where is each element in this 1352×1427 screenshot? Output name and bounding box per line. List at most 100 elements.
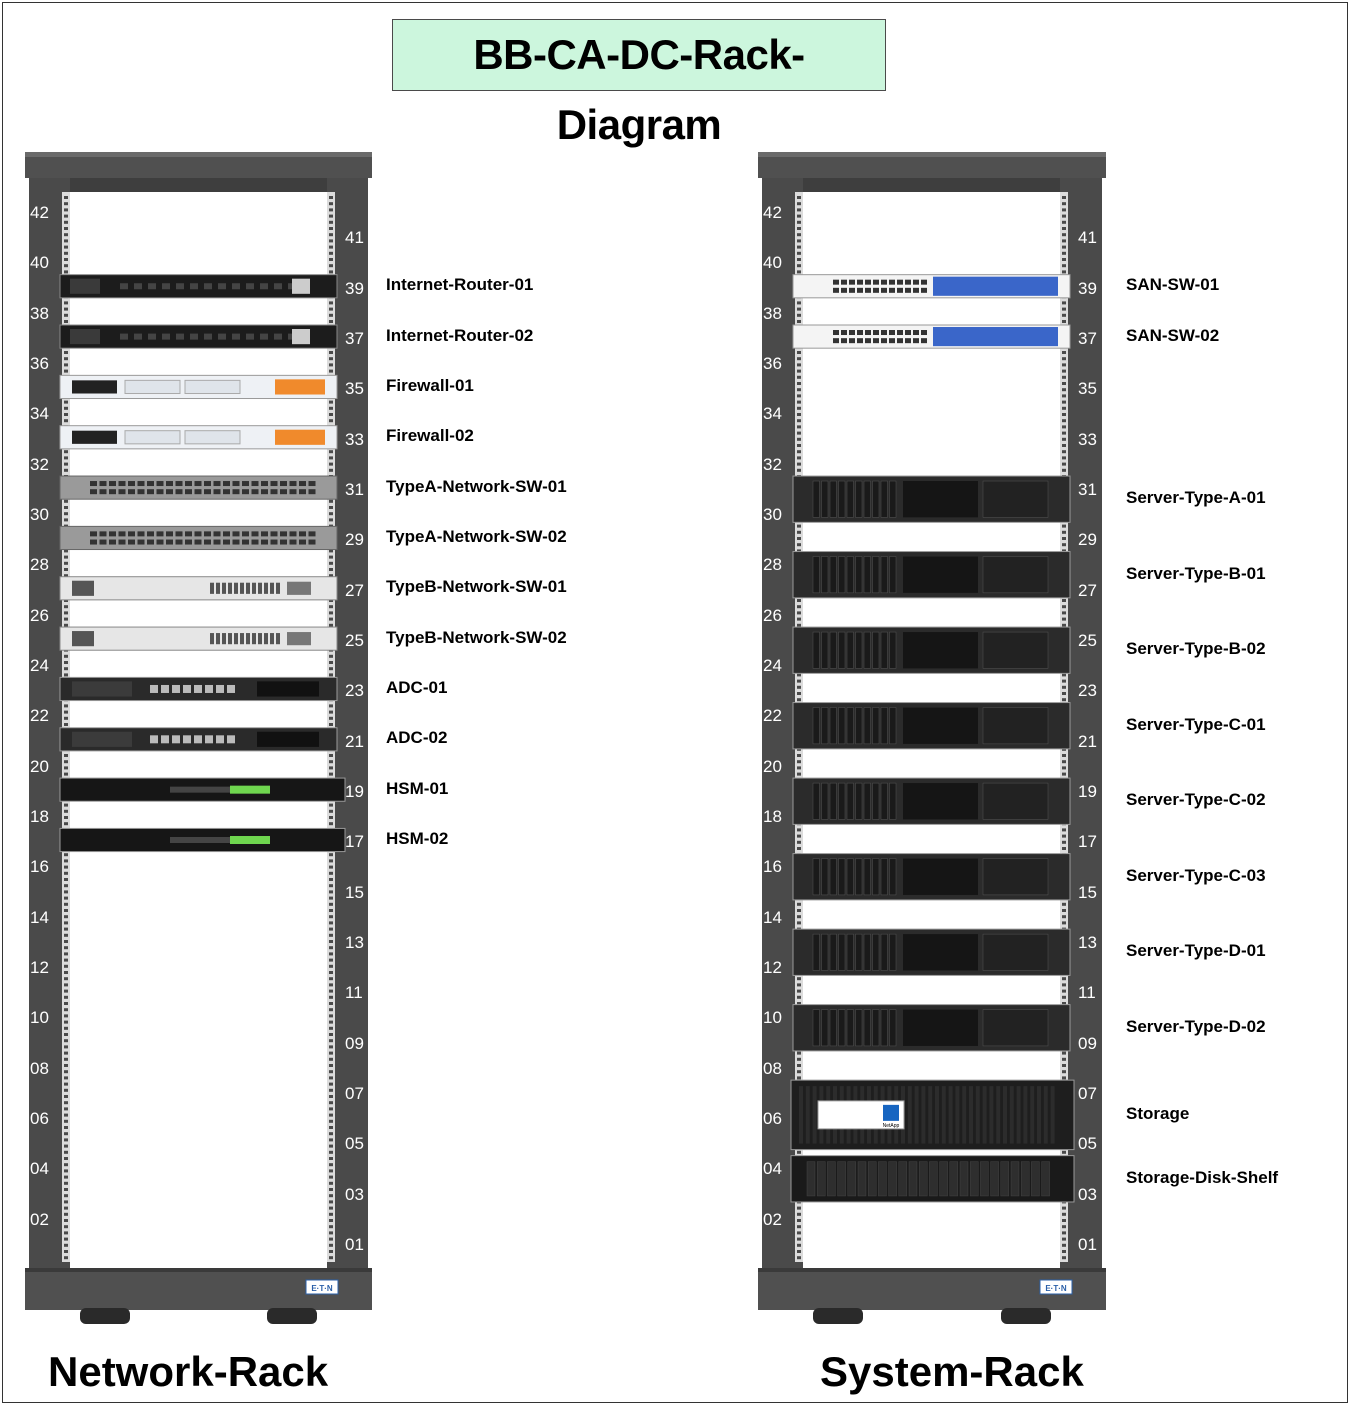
rail-hole	[64, 1138, 68, 1142]
rail-hole	[329, 307, 333, 311]
port	[252, 582, 256, 594]
rail-hole	[64, 1008, 68, 1012]
port	[841, 330, 847, 336]
port	[147, 489, 154, 495]
rail-hole	[797, 227, 801, 230]
rail-hole	[329, 946, 333, 950]
drive-bay	[846, 858, 854, 896]
port	[234, 582, 238, 594]
rail-hole	[64, 369, 68, 373]
mesh	[921, 1086, 926, 1144]
rail-hole	[64, 1107, 68, 1111]
rack-unit-number: 20	[763, 756, 782, 776]
port	[264, 582, 268, 594]
rail-hole	[797, 363, 801, 367]
port	[210, 633, 214, 645]
rail-hole	[64, 1051, 68, 1055]
rail-hole	[64, 220, 68, 224]
rail-hole	[64, 971, 68, 974]
rail-hole	[64, 1212, 68, 1216]
vent	[204, 333, 212, 340]
vent	[274, 283, 282, 290]
rail-hole	[329, 760, 333, 764]
rail-hole	[329, 258, 333, 261]
port	[242, 539, 249, 545]
rack-unit-number: 04	[763, 1159, 782, 1179]
rack-unit-number: 42	[763, 203, 782, 222]
rail-hole	[329, 1231, 333, 1235]
port-block	[70, 329, 100, 345]
rail-hole	[329, 369, 333, 373]
rail-hole	[64, 1113, 68, 1117]
rail-hole	[1062, 270, 1066, 274]
device-label: Server-Type-C-02	[1126, 790, 1266, 810]
rail-hole	[1062, 202, 1066, 206]
port	[280, 539, 287, 545]
rail-hole	[64, 871, 68, 875]
rack-unit-number: 38	[763, 303, 782, 323]
rail-hole	[797, 375, 801, 379]
rail-hole	[64, 859, 68, 863]
drive-bay	[872, 933, 880, 971]
port	[99, 531, 107, 537]
disk-drive	[908, 1161, 918, 1197]
port	[881, 330, 887, 336]
rail-hole	[64, 921, 68, 925]
rail-hole	[1062, 679, 1066, 683]
network-rack-title: Network-Rack	[48, 1348, 329, 1395]
drive-bay	[838, 556, 846, 594]
disk-drive	[878, 1161, 887, 1197]
rail-hole	[797, 673, 801, 677]
rail-hole	[797, 537, 801, 540]
rail-hole	[329, 202, 333, 206]
rail-hole	[797, 549, 801, 553]
rail-hole	[1062, 1051, 1066, 1055]
rail-hole	[64, 989, 68, 993]
rack-unit-number: 10	[763, 1008, 782, 1028]
port	[128, 531, 135, 537]
rail-hole	[64, 1119, 68, 1123]
rail-hole	[797, 1231, 801, 1235]
port	[213, 531, 221, 537]
rail-hole	[1062, 245, 1066, 249]
rail-hole	[64, 363, 68, 367]
port	[276, 633, 280, 645]
rail-hole	[64, 760, 68, 764]
rack-unit-number: 23	[1078, 681, 1097, 701]
drive-bay	[838, 631, 846, 669]
rail-hole	[329, 1194, 333, 1198]
rail-hole	[797, 1206, 801, 1210]
rack-unit-number: 06	[763, 1109, 782, 1129]
rail-hole	[797, 307, 801, 311]
module-slot	[184, 379, 241, 395]
disk-drive	[847, 1161, 857, 1197]
drive-bay	[863, 707, 871, 745]
device-server	[792, 702, 1071, 750]
rail-hole	[64, 1243, 68, 1247]
rail-hole	[329, 301, 333, 305]
rack-unit-number: 23	[345, 681, 364, 701]
rail-hole	[64, 1064, 68, 1067]
sophos-panel	[275, 379, 325, 395]
port	[109, 481, 116, 487]
rail-hole	[329, 506, 333, 509]
port	[183, 735, 191, 744]
netapp-label: NetApp	[883, 1123, 900, 1129]
rack-unit-number: 18	[763, 807, 782, 827]
port	[90, 531, 97, 537]
rail-hole	[64, 710, 68, 714]
device-adc	[59, 727, 338, 752]
rail-hole	[797, 444, 801, 447]
rail-hole	[797, 772, 801, 776]
drive-bay	[880, 707, 888, 745]
rail-hole	[1062, 233, 1066, 237]
rail-hole	[329, 208, 333, 212]
rail-hole	[329, 1169, 333, 1173]
port	[251, 531, 259, 537]
vent	[176, 283, 184, 290]
rail-hole	[797, 462, 801, 466]
port	[223, 539, 230, 545]
rail-hole	[797, 1219, 801, 1222]
drive-bay	[863, 631, 871, 669]
rail-hole	[797, 692, 801, 695]
